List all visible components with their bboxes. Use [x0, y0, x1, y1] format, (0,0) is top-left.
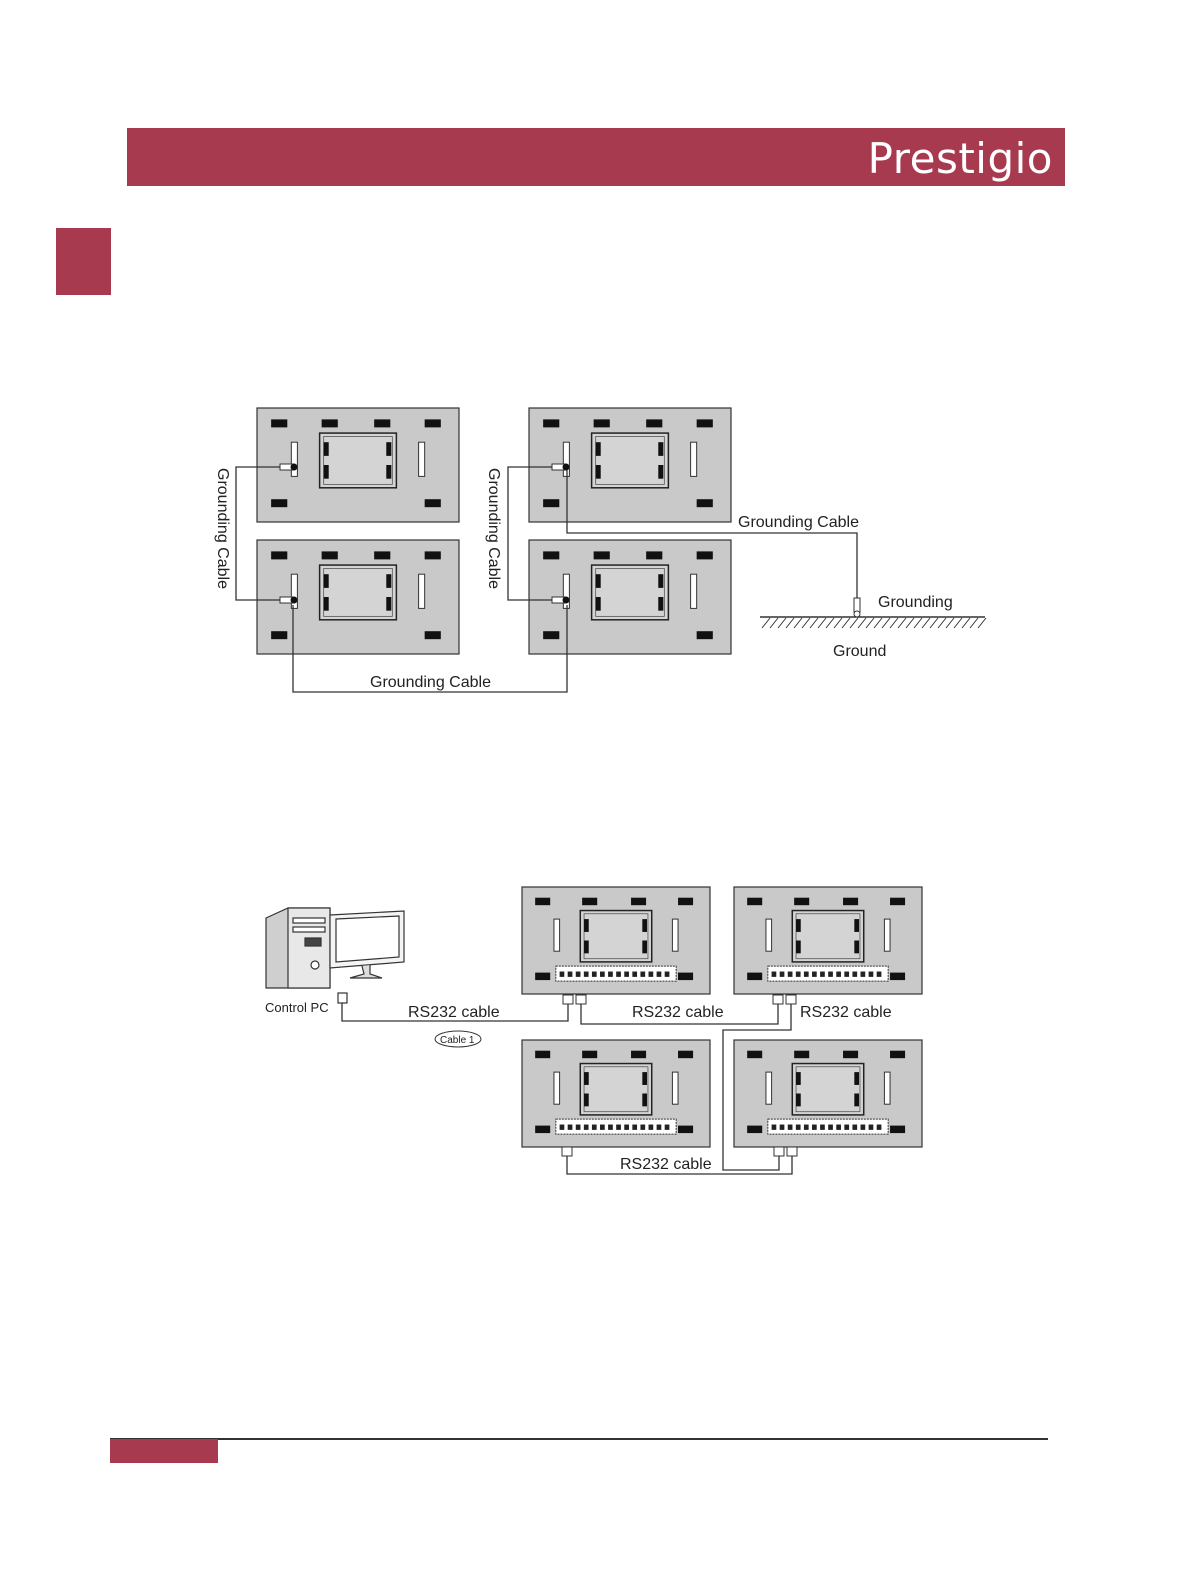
rs232-cable-label-3: RS232 cable [800, 1004, 892, 1021]
rs232-cable-label-4: RS232 cable [620, 1156, 712, 1173]
display-panel [522, 887, 710, 994]
svg-text:Cable 1: Cable 1 [440, 1035, 475, 1046]
display-panel [734, 1040, 922, 1147]
left-cable-label: Grounding Cable [214, 468, 231, 589]
computer-icon [266, 908, 404, 1003]
display-panel [522, 1040, 710, 1147]
grounding-diagram: Grounding Cable Grounding Cable Groundin… [0, 0, 1197, 720]
bottom-cable-label: Grounding Cable [370, 674, 491, 691]
rs232-cable-label-2: RS232 cable [632, 1004, 724, 1021]
cable-badge: Cable 1 [435, 1031, 481, 1047]
footer-accent-block [110, 1439, 218, 1463]
control-pc-label: Control PC [265, 1000, 329, 1015]
rs232-cable-label-1: RS232 cable [408, 1004, 500, 1021]
grounding-label: Grounding [878, 594, 953, 611]
middle-cable-label: Grounding Cable [485, 468, 502, 589]
ground-label: Ground [833, 643, 886, 660]
right-cable-label: Grounding Cable [738, 514, 859, 531]
rs232-diagram: Control PC Cable 1 RS232 cable RS232 cab… [0, 860, 1197, 1220]
footer-rule [110, 1438, 1048, 1440]
display-panel [734, 887, 922, 994]
